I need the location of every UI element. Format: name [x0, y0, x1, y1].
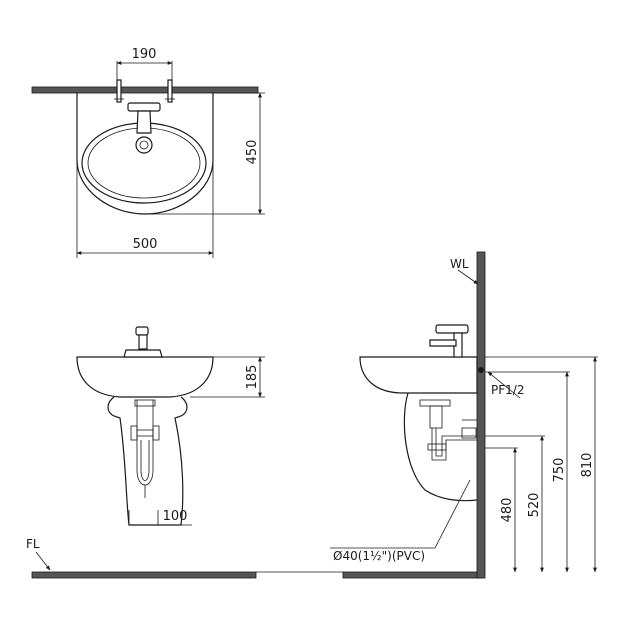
side-faucet: [429, 324, 469, 358]
plan-view: 190 450 500: [31, 47, 265, 258]
front-pedestal: [107, 396, 188, 526]
side-wall: [476, 251, 486, 579]
dim-height-750: 750: [552, 458, 567, 483]
label-supply-fitting: PF1/2: [491, 383, 524, 397]
front-basin: [76, 356, 214, 398]
supply-fitting: [478, 367, 484, 373]
front-faucet: [123, 326, 163, 358]
dim-basin-width: 500: [133, 237, 158, 252]
label-wall-line: WL: [450, 257, 469, 271]
label-drain-pipe: Ø40(1½")(PVC): [333, 549, 425, 563]
side-basin: [359, 356, 478, 394]
dim-basin-depth: 450: [245, 140, 260, 165]
plan-basin-outline: [76, 93, 214, 215]
plan-bowl: [81, 122, 207, 204]
front-view: 185 100: [76, 326, 265, 526]
label-floor-line: FL: [26, 537, 40, 551]
plan-faucet: [127, 102, 161, 154]
dim-height-480: 480: [500, 498, 515, 523]
dim-height-520: 520: [527, 493, 542, 518]
dim-basin-height: 185: [245, 365, 260, 390]
dim-pedestal-width: 100: [163, 509, 188, 524]
plan-wall: [31, 86, 259, 94]
dim-tap-spacing: 190: [132, 47, 157, 62]
side-pedestal: [403, 392, 478, 502]
side-view: WL PF1/2 Ø40(1½")(PVC): [330, 251, 598, 579]
dim-height-810: 810: [580, 453, 595, 478]
height-dimensions: 480 520 750 810: [485, 356, 598, 573]
